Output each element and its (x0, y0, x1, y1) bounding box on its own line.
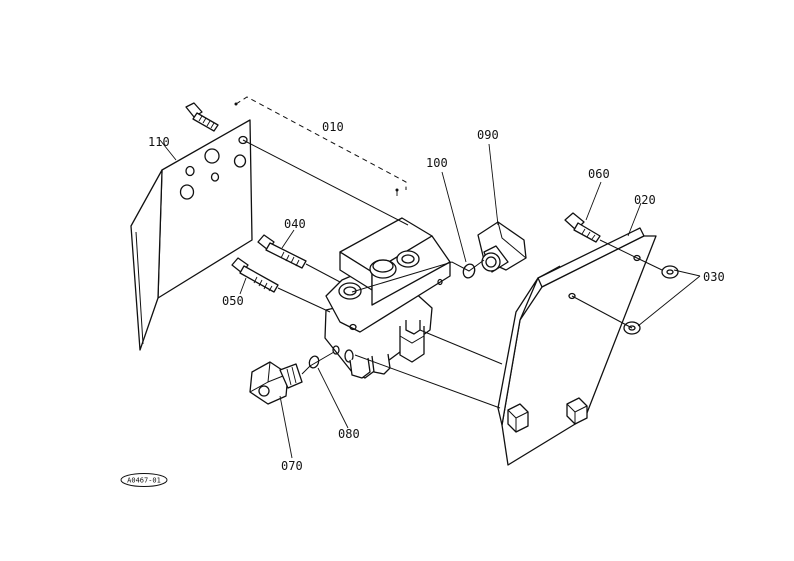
assembly-axes (242, 139, 663, 409)
drawing-code-text: A0467-01 (127, 477, 161, 485)
label-080: 080 (338, 427, 360, 441)
part-040-bolt (257, 234, 307, 269)
label-060: 060 (588, 167, 610, 181)
valve-block (324, 217, 451, 379)
label-110: 110 (148, 135, 170, 149)
label-090: 090 (477, 128, 499, 142)
part-070-elbow (249, 361, 303, 405)
leader-lines (159, 139, 701, 459)
part-050-bolt (231, 257, 279, 293)
bolt-top-left (185, 102, 219, 132)
label-030: 030 (703, 270, 725, 284)
drawing-code-stamp: A0467-01 (120, 473, 168, 487)
part-020-plate (497, 227, 657, 466)
part-060-bolt (564, 212, 601, 243)
label-040: 040 (284, 217, 306, 231)
label-020: 020 (634, 193, 656, 207)
label-100: 100 (426, 156, 448, 170)
label-010: 010 (322, 120, 344, 134)
part-110-bracket (130, 119, 253, 351)
label-050: 050 (222, 294, 244, 308)
label-070: 070 (281, 459, 303, 473)
part-100-oring (462, 263, 476, 279)
bracket-010 (234, 96, 407, 196)
part-090-elbow (477, 221, 527, 273)
part-080-oring (308, 355, 320, 369)
callout-labels: 110 010 040 050 100 090 060 020 030 080 … (148, 120, 725, 473)
